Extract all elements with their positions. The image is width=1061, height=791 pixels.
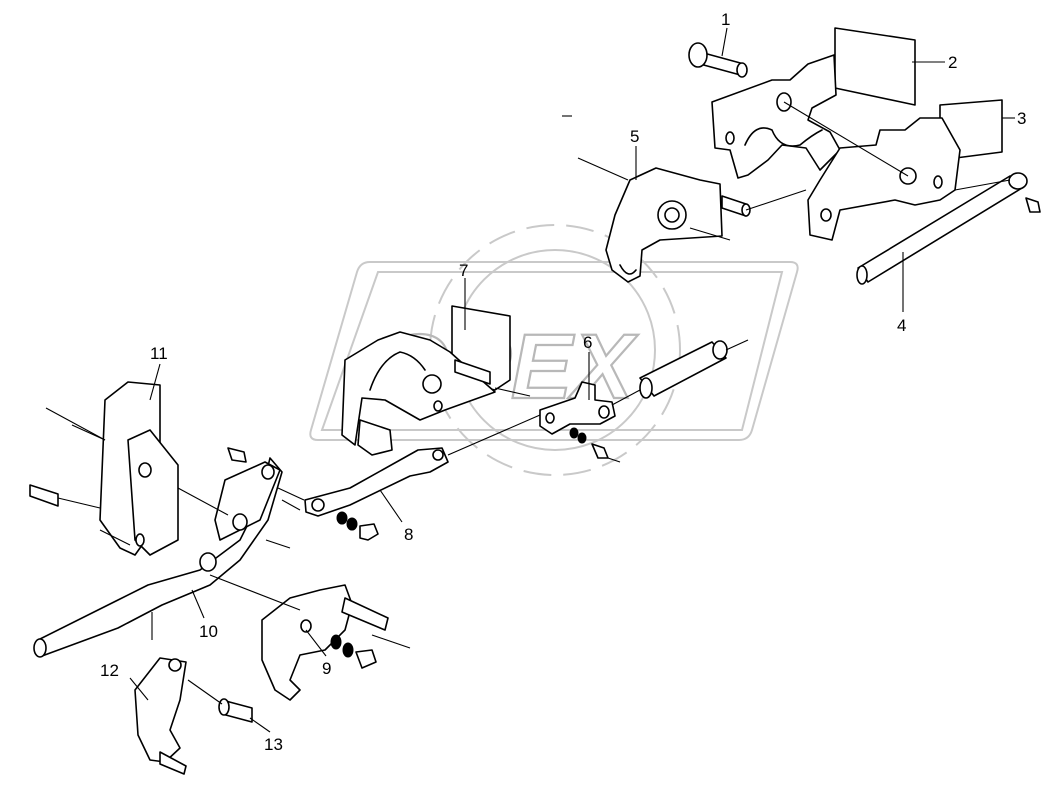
callout-3: 3 [1017,109,1026,128]
part-12-small-hook [134,657,187,775]
watermark-gear [429,224,681,476]
part-7-latch-assembly [341,305,511,456]
callout-10: 10 [199,622,218,641]
callout-11: 11 [150,344,168,363]
callout-1: 1 [721,10,730,29]
callout-8: 8 [404,525,413,544]
callout-5: 5 [630,127,639,146]
part-8-link-plate [304,447,449,541]
callout-labels: 1 2 3 4 5 6 7 8 9 10 11 12 13 [100,10,1026,754]
watermark-frame-inner [320,271,784,431]
leader-lines [45,27,1015,733]
callout-4: 4 [897,316,906,335]
part-13-pin [218,698,253,723]
callout-12: 12 [100,661,119,680]
watermark-frame [309,261,799,441]
part-11-support-bracket [29,381,179,556]
callout-6: 6 [583,333,592,352]
callout-13: 13 [264,735,283,754]
part-4-rod [856,172,1041,285]
callout-7: 7 [459,261,468,280]
part-1-pin [688,42,748,78]
callout-2: 2 [948,53,957,72]
part-5-hook-lever [605,167,751,283]
callout-9: 9 [322,659,331,678]
part-9-hook-plate [261,584,389,701]
part-10-main-lever [33,447,283,658]
part-3-bracket [807,99,1003,241]
part-6-small-bracket [539,340,728,459]
